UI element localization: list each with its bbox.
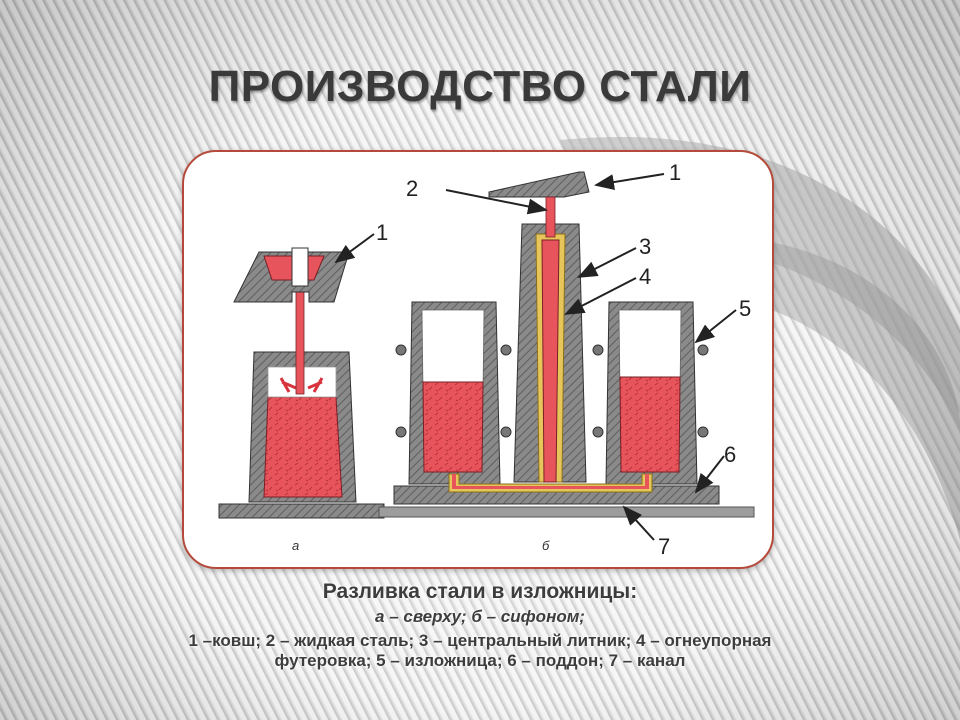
steel-stream-right (545, 196, 556, 238)
casting-diagram: 1 2 1 3 4 5 6 7 а б (218, 160, 755, 559)
ground-plate (378, 506, 755, 518)
caption-legend: 1 –ковш; 2 – жидкая сталь; 3 – центральн… (40, 631, 920, 671)
siphon-pouring-assembly (378, 171, 755, 518)
callout-5: 5 (739, 296, 751, 321)
callout-arrows (334, 173, 737, 541)
sublabel-a: а (292, 538, 299, 553)
callout-1-right: 1 (669, 160, 681, 185)
callout-4: 4 (639, 264, 651, 289)
diagram-frame: 1 2 1 3 4 5 6 7 а б (182, 150, 774, 569)
sublabel-b: б (542, 538, 550, 553)
steel-stream-left (295, 291, 305, 395)
caption-legend-line-1: 1 –ковш; 2 – жидкая сталь; 3 – центральн… (188, 631, 772, 650)
callout-6: 6 (724, 442, 736, 467)
caption-title: Разливка стали в изложницы: (322, 580, 638, 603)
callout-2: 2 (406, 176, 418, 201)
caption-subtitle: а – сверху; б – сифоном; (375, 607, 585, 626)
top-pouring-assembly (218, 247, 385, 519)
callout-7: 7 (658, 534, 670, 559)
molten-steel-in-mould-left (263, 396, 343, 498)
page-title: ПРОИЗВОДСТВО СТАЛИ (208, 62, 752, 111)
ladle-right (488, 171, 590, 198)
base-plate-left (218, 503, 385, 519)
caption-legend-line-2: футеровка; 5 – изложница; 6 – поддон; 7 … (274, 651, 686, 670)
callout-3: 3 (639, 234, 651, 259)
callout-1-left: 1 (376, 220, 388, 245)
